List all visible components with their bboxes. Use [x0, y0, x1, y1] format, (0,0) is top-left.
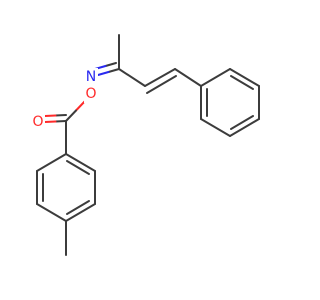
bond-vinyl-phenyl — [174, 68, 202, 87]
bond-tolyl-inner-2 — [66, 200, 90, 215]
bond-vinyl-double-1 — [144, 68, 176, 87]
carbonyl-oxygen-label-background — [31, 113, 45, 131]
bond-tolyl-1 — [65, 153, 96, 172]
bond-phenyl-5 — [200, 118, 231, 137]
bond-phenyl-4 — [229, 118, 260, 137]
bond-phenyl-2 — [229, 68, 260, 87]
bond-tolyl-inner-1 — [66, 160, 90, 175]
bond-imine-vinyl — [118, 68, 146, 87]
oxime-nitrogen-label-background — [84, 68, 98, 86]
bond-tolyl-6 — [36, 153, 67, 172]
bond-imine-cn-1-a — [107, 68, 120, 73]
bond-imine-cn-2-a — [104, 62, 117, 67]
bond-vinyl-double-2 — [146, 75, 177, 94]
carbonyl-oxygen-label: O — [32, 114, 43, 130]
molecule-structure-diagram: N O O — [31, 34, 260, 256]
bond-carbonyl-2-a — [54, 114, 67, 117]
bond-carbonyl-1-a — [54, 120, 67, 123]
bond-carbonyl-1-b — [44, 120, 57, 123]
oxime-oxygen-label-background — [84, 85, 98, 103]
bond-carbonyl-2-b — [44, 114, 57, 117]
bonds-layer — [36, 34, 260, 256]
bond-tolyl-3 — [65, 203, 96, 222]
bond-imine-cn-1-b — [97, 71, 110, 76]
bond-tolyl-4 — [36, 203, 67, 222]
bond-o-carbonyl-carbon-b — [65, 109, 77, 122]
bond-phenyl-1 — [200, 68, 231, 87]
oxime-nitrogen-label: N — [86, 69, 96, 85]
bond-phenyl-inner-1 — [230, 75, 254, 90]
bond-phenyl-inner-2 — [230, 115, 254, 130]
atom-labels-layer: N O O — [31, 68, 98, 131]
oxime-oxygen-label: O — [85, 86, 96, 102]
